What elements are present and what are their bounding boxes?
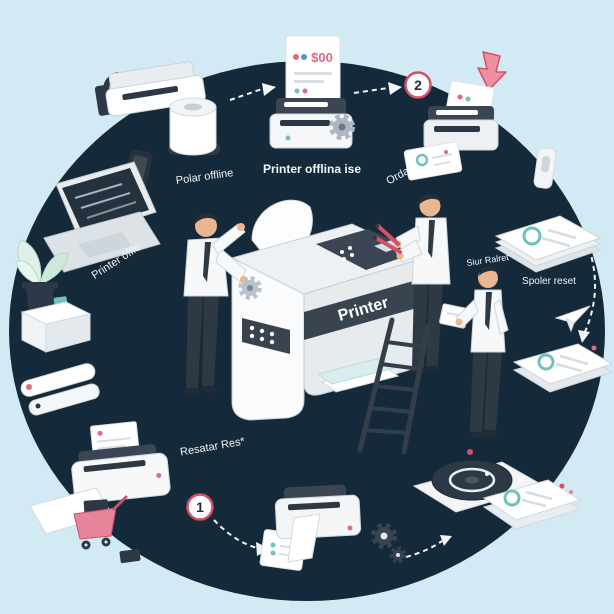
top-left-printer-icon (94, 61, 206, 117)
technician-right (439, 266, 509, 439)
gear-icon (329, 114, 355, 140)
pink-down-arrow-icon (477, 51, 507, 91)
clamp-icon (533, 147, 557, 189)
paper-plane-icon (554, 305, 591, 333)
bottom-center-printer-icon (259, 484, 362, 571)
technician-left (183, 213, 262, 395)
paper-roll-icon (168, 97, 220, 156)
bottom-right-documents-icon (482, 479, 582, 530)
laptop-icon (43, 161, 161, 273)
step-1-badge: 1 (186, 493, 214, 521)
top-right-printer-icon (423, 80, 499, 151)
small-phone-icon (119, 548, 141, 564)
label-spoler-reset: Spoler reset (522, 276, 576, 287)
label-printer-offlina-ise: Printer offlina ise (263, 162, 361, 176)
doc-value-text: $00 (311, 50, 333, 65)
step-2-badge: 2 (404, 71, 432, 99)
step-2-number: 2 (414, 77, 422, 93)
documents-stack-icon-right-lower (512, 343, 614, 393)
gear-in-hand-icon (238, 276, 262, 300)
documents-stack-icon-right (494, 215, 602, 273)
document-icon-top-right (403, 141, 463, 181)
storage-box-icon (20, 296, 92, 353)
step-1-number: 1 (196, 499, 204, 515)
gears-icon (371, 523, 407, 564)
shopping-cart-icon (73, 495, 128, 550)
paper-tubes-icon (20, 363, 100, 416)
turntable-device-icon (412, 449, 546, 513)
invoice-document-icon: $00 (285, 35, 341, 101)
main-printer-illustration: Printer (230, 199, 426, 421)
ladder-icon (357, 317, 431, 455)
arrowheads (256, 82, 590, 556)
